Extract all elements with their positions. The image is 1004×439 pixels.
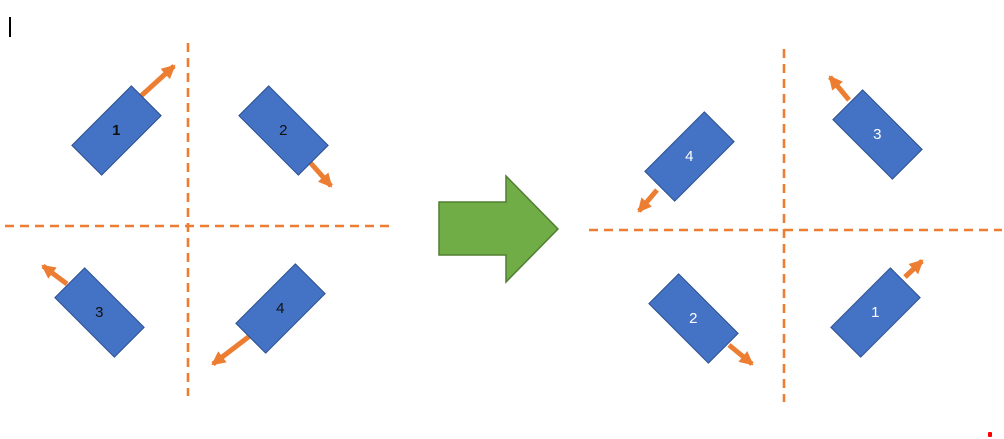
after-rect-2-label: 2 (689, 310, 698, 327)
after-rect-1-label: 1 (871, 304, 880, 321)
before-rect-4-label: 4 (276, 300, 285, 317)
red-mark-dot (988, 432, 992, 437)
before-rect2-force-arrow[interactable] (306, 158, 333, 188)
before-rect-1-label: 1 (112, 122, 121, 139)
before-rect1-force-arrow[interactable] (139, 64, 176, 98)
after-rect-3-label: 3 (873, 126, 882, 143)
before-rect4-force-arrow[interactable] (211, 333, 253, 366)
before-rect-3-label: 3 (95, 304, 104, 321)
after-rect1-force-arrow[interactable] (903, 259, 924, 279)
before-rect3-force-arrow[interactable] (41, 264, 69, 286)
transform-right-arrow[interactable] (438, 174, 560, 284)
before-rect-2-label: 2 (279, 122, 288, 139)
after-rect4-force-arrow[interactable] (637, 188, 659, 213)
after-rect-4-label: 4 (685, 148, 694, 165)
after-rect2-force-arrow[interactable] (727, 343, 754, 366)
text-cursor (9, 17, 11, 37)
after-rect3-force-arrow[interactable] (828, 75, 851, 102)
